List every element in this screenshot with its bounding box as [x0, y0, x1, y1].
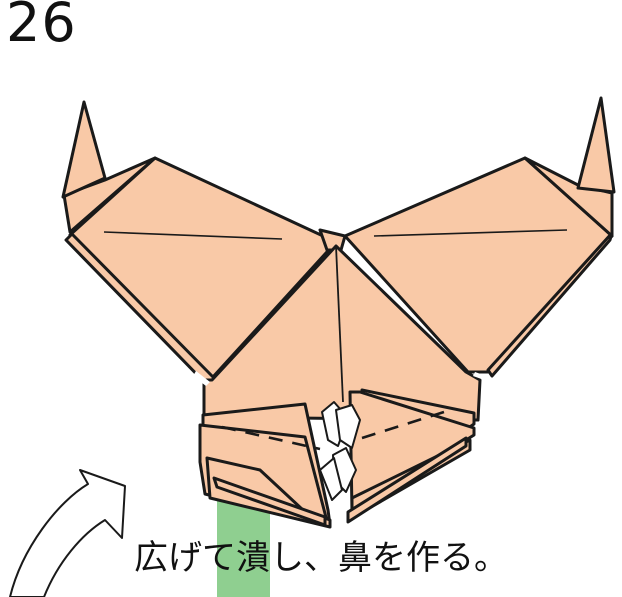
edge-notches	[193, 371, 492, 386]
step-number: 26	[6, 0, 77, 54]
left-ear	[61, 100, 107, 199]
right-ear	[576, 96, 616, 194]
fold-lines	[221, 410, 445, 451]
nose-fold	[319, 401, 361, 501]
left-wing	[61, 100, 338, 392]
curved-arrow-icon	[9, 469, 126, 597]
right-wing	[343, 96, 616, 378]
step-instruction: 広げて潰し、鼻を作る。	[134, 538, 508, 578]
lower-face	[198, 388, 476, 529]
